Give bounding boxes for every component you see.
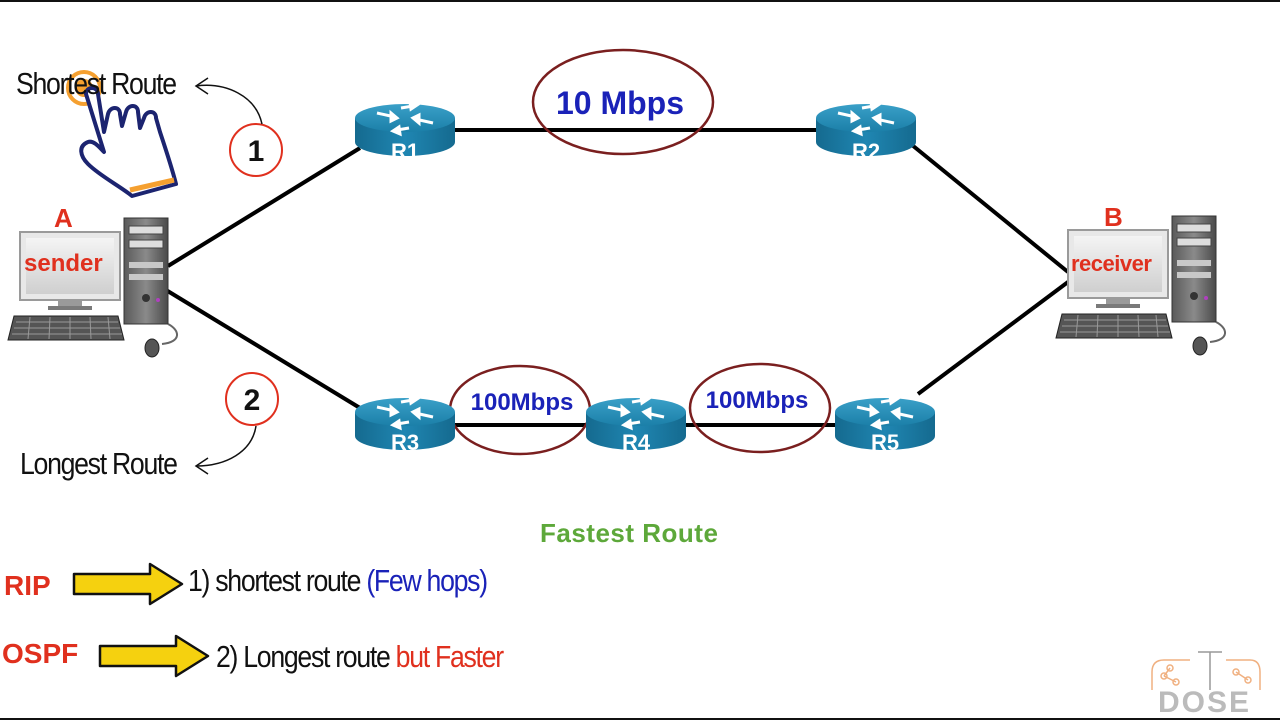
network-links (164, 128, 1070, 427)
pointer-arrow-route2 (195, 425, 257, 467)
protocol-ospf: OSPF (2, 638, 79, 669)
logo-text: DOSE (1158, 686, 1252, 719)
arrow-ospf-icon (98, 634, 210, 678)
link-a-r1 (166, 146, 362, 268)
speed-label-r1-r2: 10 Mbps (556, 85, 684, 121)
router-label: R5 (871, 430, 899, 455)
fastest-route-label: Fastest Route (540, 518, 719, 548)
legend-note: but Faster (395, 639, 504, 674)
legend-text: Longest route (243, 639, 391, 674)
speed-ellipse-r4-r5 (688, 362, 832, 454)
computer-sender-icon (7, 217, 179, 358)
router-label: R2 (852, 139, 880, 164)
legend-note: (Few hops) (366, 563, 488, 598)
route-2-label: Longest Route (20, 446, 178, 481)
computer-receiver-icon (1055, 215, 1227, 356)
pointer-arrow-route1 (195, 84, 263, 125)
link-r5-b (916, 280, 1070, 396)
legend-item-rip: 1) shortest route (Few hops) (188, 563, 488, 599)
host-b-id: B (1104, 202, 1123, 232)
host-a-role: sender (24, 250, 103, 277)
route-2-badge: 2 (225, 372, 279, 426)
link-a-r3 (164, 288, 362, 410)
dose-logo (1151, 651, 1261, 690)
legend-text: shortest route (215, 563, 361, 598)
route-1-label: Shortest Route (16, 66, 177, 101)
legend-item-ospf: 2) Longest route but Faster (216, 639, 504, 675)
router-label: R3 (391, 430, 419, 455)
router-label: R4 (622, 430, 651, 455)
host-a-id: A (54, 203, 73, 233)
speed-label-r4-r5: 100Mbps (706, 387, 809, 414)
router-label: R1 (391, 139, 419, 164)
legend-num: 2) (216, 639, 238, 674)
host-b-role: receiver (1071, 251, 1152, 276)
legend-num: 1) (188, 563, 210, 598)
route-1-number: 1 (248, 135, 265, 168)
hand-pointer-icon (79, 86, 178, 198)
route-2-number: 2 (244, 384, 261, 417)
route-1-badge: 1 (229, 123, 283, 177)
speed-label-r3-r4: 100Mbps (471, 389, 574, 416)
protocol-rip: RIP (4, 570, 51, 601)
arrow-rip-icon (72, 562, 184, 606)
speed-ellipse-r1-r2 (531, 48, 715, 156)
link-r2-b (910, 143, 1070, 274)
